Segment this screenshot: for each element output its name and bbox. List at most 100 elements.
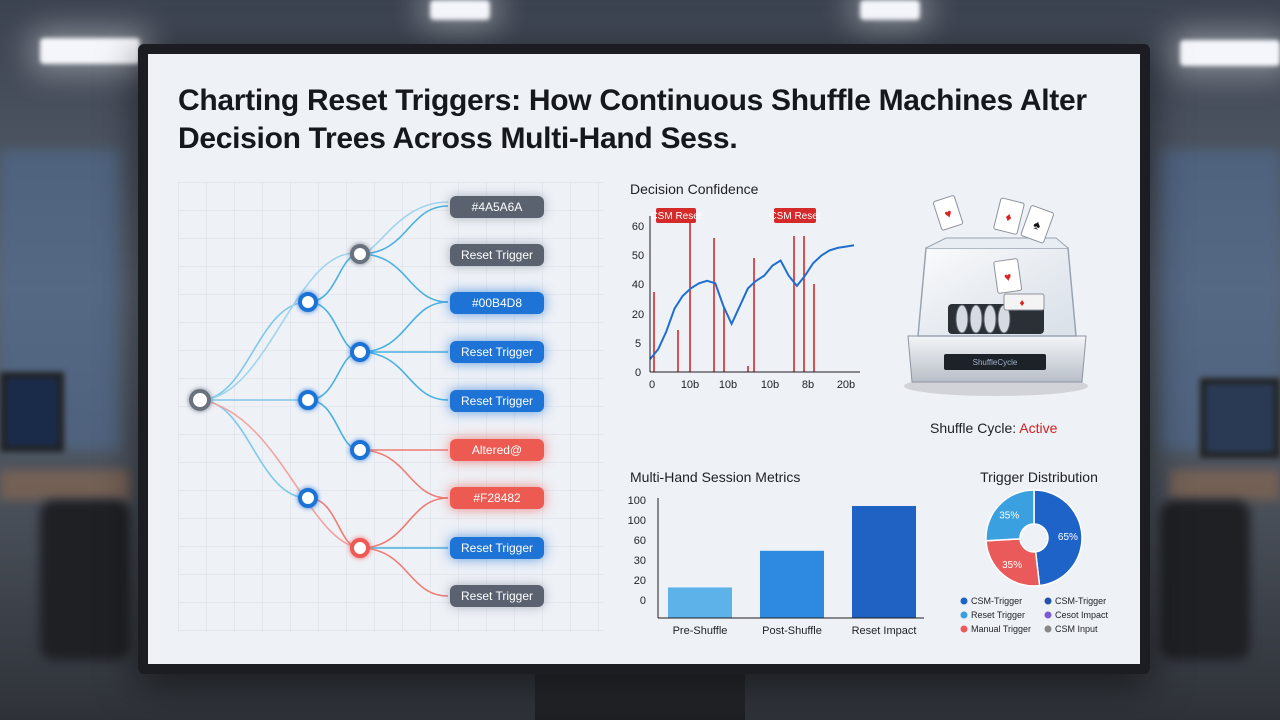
y-tick-label: 20 — [634, 575, 646, 587]
tree-node[interactable] — [298, 488, 318, 508]
tree-node[interactable] — [350, 342, 370, 362]
x-tick-label: 20b — [837, 379, 855, 391]
card-suit-spade-icon: ♠ — [1031, 216, 1043, 232]
tree-edge — [199, 399, 361, 549]
tree-nodes — [189, 244, 370, 558]
monitor-stand — [535, 668, 745, 720]
tree-edge — [199, 301, 309, 401]
x-tick-label: 8b — [802, 379, 814, 391]
x-tick-label: Reset Impact — [852, 625, 917, 637]
tree-node[interactable] — [298, 390, 318, 410]
background-monitor — [0, 372, 64, 452]
x-tick-label: Pre-Shuffle — [673, 625, 728, 637]
x-tick-label: Post-Shuffle — [762, 625, 822, 637]
card-stack — [1003, 293, 1045, 311]
tree-leaf-pill[interactable]: Reset Trigger — [450, 585, 544, 607]
tree-edge — [359, 351, 449, 401]
card — [932, 195, 964, 231]
annotation-box — [656, 208, 696, 223]
ceiling-light — [40, 38, 140, 64]
legend-label: CSM-Trigger — [1055, 596, 1106, 606]
pie-slice[interactable] — [1033, 489, 1083, 587]
y-tick-label: 100 — [628, 495, 646, 507]
background-desk — [1170, 470, 1280, 500]
y-tick-label: 5 — [635, 338, 641, 350]
status-value: Active — [1019, 420, 1058, 436]
machine-display — [944, 354, 1046, 370]
glass-top — [925, 237, 1069, 249]
card — [993, 197, 1025, 235]
tree-edge — [359, 205, 449, 255]
background-chair — [1160, 500, 1250, 660]
tree-leaf-pill[interactable]: Altered@ — [450, 439, 544, 461]
x-tick-label: 10b — [681, 379, 699, 391]
slice-label: 65% — [1058, 532, 1078, 543]
monitor-screen: Charting Reset Triggers: How Continuous … — [148, 54, 1140, 664]
card-suit-diamond-icon: ♦ — [1004, 210, 1013, 225]
tree-node[interactable] — [350, 538, 370, 558]
annotation-csm-reset: CSM Reset — [769, 208, 821, 223]
legend-swatch — [1044, 597, 1052, 605]
card — [1020, 205, 1055, 244]
roller-disc — [955, 304, 969, 334]
tree-leaf-pill[interactable]: Reset Trigger — [450, 244, 544, 266]
y-tick-label: 60 — [632, 221, 644, 233]
y-tick-label: 20 — [632, 309, 644, 321]
x-tick-label: 10b — [719, 379, 737, 391]
tree-node[interactable] — [298, 292, 318, 312]
shuffle-cycle-status: Shuffle Cycle: Active — [930, 420, 1057, 436]
annotation-label: CSM Reset — [769, 211, 820, 222]
tree-node[interactable] — [350, 440, 370, 460]
session-metrics-chart: Multi-Hand Session Metrics 1001006030200… — [628, 469, 924, 637]
bar[interactable] — [852, 506, 916, 618]
background-desk — [0, 470, 130, 500]
legend-label: Cesot Impact — [1055, 610, 1109, 620]
slice-label: 35% — [999, 511, 1019, 522]
card-pip: ♦ — [1019, 298, 1024, 309]
tree-leaf-pill[interactable]: #00B4D8 — [450, 292, 544, 314]
y-tick-label: 100 — [628, 515, 646, 527]
legend-label: CSM-Trigger — [971, 596, 1022, 606]
flying-cards: ♥ ♦ ♠ ♥ — [932, 195, 1055, 294]
bar[interactable] — [668, 587, 732, 618]
y-tick-label: 0 — [640, 595, 646, 607]
shuffle-machine-illustration: ShuffleCycle ♦ ♥ ♦ ♠ ♥ — [904, 195, 1088, 396]
legend-swatch — [960, 611, 968, 619]
trigger-distribution-chart: Trigger Distribution 65% 35% 35% CSM-Trigg… — [960, 469, 1109, 634]
confidence-line — [649, 244, 855, 360]
pie-slice[interactable] — [985, 538, 1041, 587]
ceiling-light — [430, 0, 490, 20]
roller-discs — [955, 304, 1011, 334]
annotation-box — [774, 208, 816, 223]
tree-edge — [199, 252, 361, 401]
legend-swatch — [1044, 625, 1052, 633]
tree-edge — [359, 449, 449, 499]
ceiling-light — [860, 0, 920, 20]
y-tick-label: 40 — [632, 279, 644, 291]
bar[interactable] — [760, 550, 824, 618]
background-monitor — [1200, 378, 1280, 458]
tree-leaf-pill[interactable]: Reset Trigger — [450, 341, 544, 363]
tree-leaf-pill[interactable]: #4A5A6A — [450, 196, 544, 218]
tree-node[interactable] — [350, 244, 370, 264]
annotation-label: CSM Reset — [650, 211, 701, 222]
x-tick-label: 0 — [649, 379, 655, 391]
root-node[interactable] — [189, 389, 211, 411]
y-tick-label: 0 — [635, 367, 641, 379]
card-suit-heart-icon: ♥ — [943, 206, 954, 222]
machine-display-text: ShuffleCycle — [973, 358, 1018, 367]
tree-leaf-pill[interactable]: Reset Trigger — [450, 390, 544, 412]
page-title: Charting Reset Triggers: How Continuous … — [178, 84, 1087, 155]
legend-label: CSM Input — [1055, 624, 1098, 634]
tree-edge — [359, 497, 449, 549]
slice-label: 35% — [1002, 560, 1022, 571]
tree-leaf-pill[interactable]: #F28482 — [450, 487, 544, 509]
pie-slice[interactable] — [985, 489, 1035, 542]
card-suit-heart-icon: ♥ — [1003, 270, 1012, 285]
legend-swatch — [1044, 611, 1052, 619]
status-label: Shuffle Cycle: — [930, 420, 1017, 436]
tree-leaf-pill[interactable]: Reset Trigger — [450, 537, 544, 559]
chart-title: Trigger Distribution — [980, 469, 1098, 485]
